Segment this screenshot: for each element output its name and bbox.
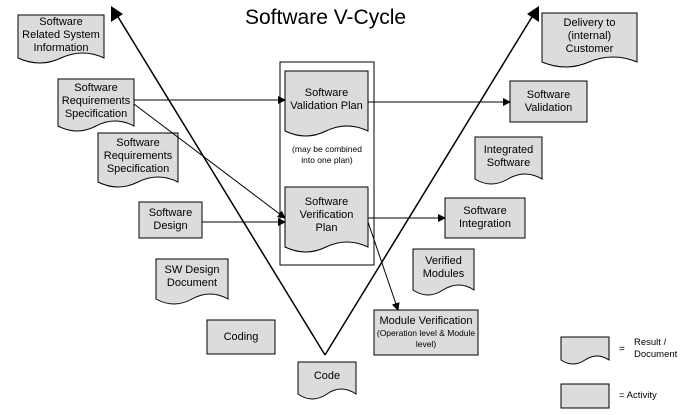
activity-validation: Software Validation: [524, 88, 573, 114]
doc-verified-modules: Verified Modules: [422, 255, 465, 280]
doc-sw-design: SW Design Document: [164, 264, 220, 289]
legend-doc-equals: =: [619, 344, 625, 355]
doc-validation-plan: Software Validation Plan: [290, 86, 363, 112]
plan-combine-note: (may be combined into one plan): [292, 144, 362, 165]
v-left-arrowhead: [111, 6, 123, 22]
doc-shape-verification-plan: [284, 186, 369, 253]
legend-activity-box: [560, 383, 610, 409]
doc-req-spec-1: Software Requirements Specification: [61, 81, 131, 120]
v-right-arrowhead: [527, 6, 539, 22]
arrow-verification-plan-to-module-verification: [367, 221, 400, 311]
activity-coding: Coding: [223, 330, 259, 343]
doc-shape-integrated-sw: [474, 136, 543, 185]
doc-verification-plan: Software Verification Plan: [299, 196, 354, 234]
legend-doc-shape: [560, 336, 610, 365]
doc-code: Code: [313, 369, 341, 382]
v-left-leg: [114, 11, 326, 356]
doc-shape-req-spec-1: [57, 78, 135, 132]
box-validation: [509, 80, 588, 123]
v-right-leg: [324, 11, 536, 356]
doc-shape-system-info: [17, 14, 105, 64]
module-verification-detail: (Operation level & Module level): [376, 328, 476, 349]
diagram-title: Software V-Cycle: [245, 6, 407, 29]
doc-shape-req-spec-2: [97, 132, 179, 188]
activity-integration: Software Integration: [459, 205, 511, 230]
box-coding: [206, 319, 276, 355]
activity-software-design: Software Design: [148, 207, 193, 232]
doc-shape-validation-plan: [284, 70, 369, 137]
doc-shape-delivery: [541, 12, 638, 68]
doc-shape-sw-design-doc: [155, 258, 229, 305]
box-software-design: [138, 201, 203, 239]
box-module-verification: [373, 309, 479, 356]
legend-doc-label: Result / Document: [634, 337, 678, 360]
box-integration: [444, 197, 526, 239]
doc-shape-verified-modules: [412, 248, 475, 296]
doc-shape-code: [297, 361, 357, 400]
module-verification-title: Module Verification: [379, 315, 473, 327]
doc-integrated-sw: Integrated Software: [483, 143, 534, 169]
doc-delivery: Delivery to (internal) Customer: [563, 16, 616, 55]
arrow-spec-to-verification-plan: [133, 103, 286, 219]
doc-system-info: Software Related System Information: [22, 15, 100, 54]
activity-module-verification: Module Verification (Operation level & M…: [376, 310, 476, 355]
doc-req-spec-2: Software Requirements Specification: [103, 136, 173, 175]
legend-activity-label: = Activity: [619, 390, 657, 401]
